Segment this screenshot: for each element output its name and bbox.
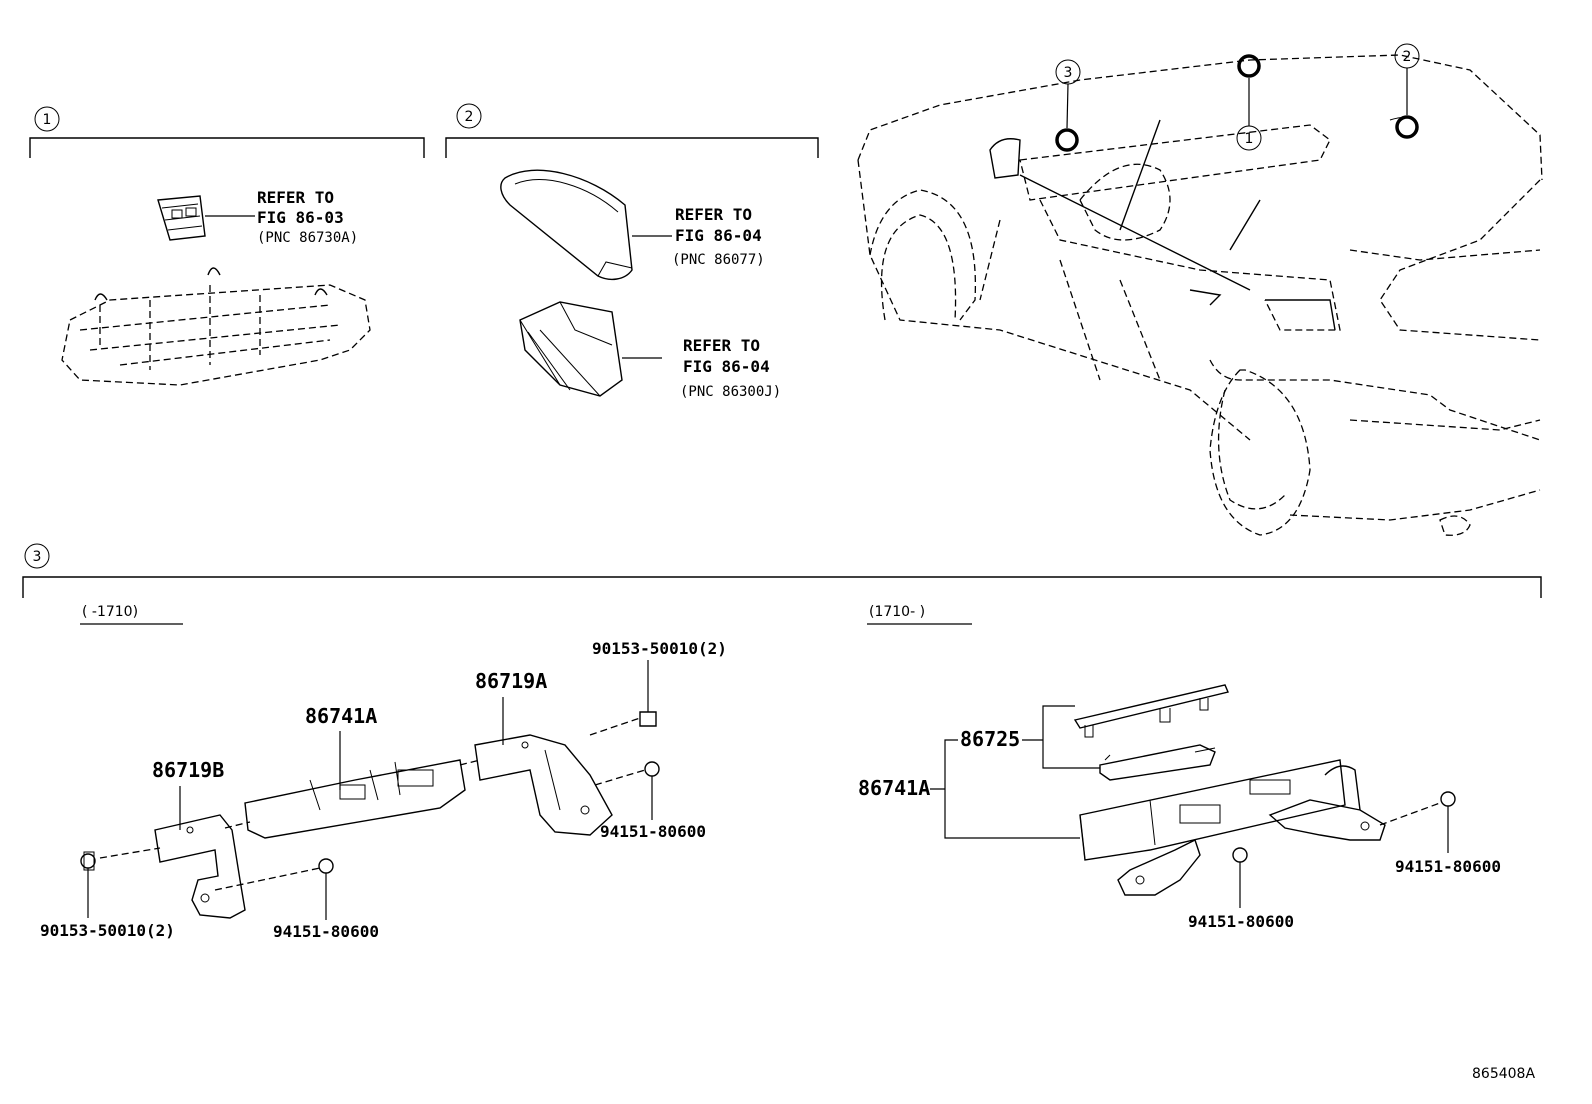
left-range-label: ( -1710) (82, 604, 138, 620)
s2-module-ref-line1: REFER TO (683, 336, 760, 355)
s2-antenna-ref-pnc: (PNC 86077) (672, 252, 765, 268)
right-pn-nut-right: 94151-80600 (1395, 857, 1501, 876)
right-pn-86725: 86725 (960, 727, 1020, 751)
s2-module-ref-pnc: (PNC 86300J) (680, 384, 781, 400)
right-range-label: (1710- ) (869, 604, 925, 620)
callout-1-label: 1 (43, 112, 52, 128)
right-assembly-drawing (1073, 684, 1456, 896)
section-3-bracket (22, 576, 1542, 598)
car-callout-2-label: 2 (1403, 49, 1412, 65)
left-pn-86719b: 86719B (152, 758, 224, 782)
location-marker-2 (1395, 115, 1419, 139)
callout-circle-3 (24, 543, 50, 569)
right-pn-86741a: 86741A (858, 776, 930, 800)
left-pn-86719a: 86719A (475, 669, 547, 693)
left-pn-nut-right: 94151-80600 (600, 822, 706, 841)
figure-id: 865408A (1472, 1066, 1535, 1082)
right-pn-nut-bottom: 94151-80600 (1188, 912, 1294, 931)
location-marker-1 (1237, 54, 1261, 78)
left-assembly-drawing (80, 711, 660, 919)
s1-ref-line1: REFER TO (257, 188, 334, 207)
module-86730a-drawing (157, 195, 206, 241)
section-1-bracket (29, 137, 425, 158)
section-2-bracket (445, 137, 819, 158)
callout-circle-1 (34, 106, 60, 132)
callout-circle-2 (456, 103, 482, 129)
s1-ref-pnc: (PNC 86730A) (257, 230, 358, 246)
car-callout-3-label: 3 (1064, 65, 1073, 81)
car-callout-1-label: 1 (1245, 131, 1254, 147)
left-pn-nut-bottom: 94151-80600 (273, 922, 379, 941)
shark-fin-antenna-drawing (500, 169, 633, 281)
callout-2-label: 2 (465, 109, 474, 125)
section-2: 2 REFER TO FIG 86-04 (PNC 86077) REFER T… (445, 103, 819, 400)
section-3: 3 ( -1710) (1710- ) (22, 543, 1542, 941)
left-pn-86741a: 86741A (305, 704, 377, 728)
s2-antenna-ref-line2: FIG 86-04 (675, 226, 762, 245)
section-1: 1 REFER TO FIG 86-03 (PNC 86730A) (29, 106, 425, 386)
location-marker-3 (1055, 128, 1079, 152)
antenna-module-drawing (519, 301, 623, 397)
vehicle-cutaway-view: 3 1 2 (857, 43, 1543, 536)
left-pn-bolt-bottom: 90153-50010(2) (40, 921, 175, 940)
overhead-console-drawing (61, 267, 371, 386)
s2-module-ref-line2: FIG 86-04 (683, 357, 770, 376)
callout-3-label: 3 (33, 549, 42, 565)
left-pn-bolt-top: 90153-50010(2) (592, 639, 727, 658)
s1-ref-line2: FIG 86-03 (257, 208, 344, 227)
s2-antenna-ref-line1: REFER TO (675, 205, 752, 224)
